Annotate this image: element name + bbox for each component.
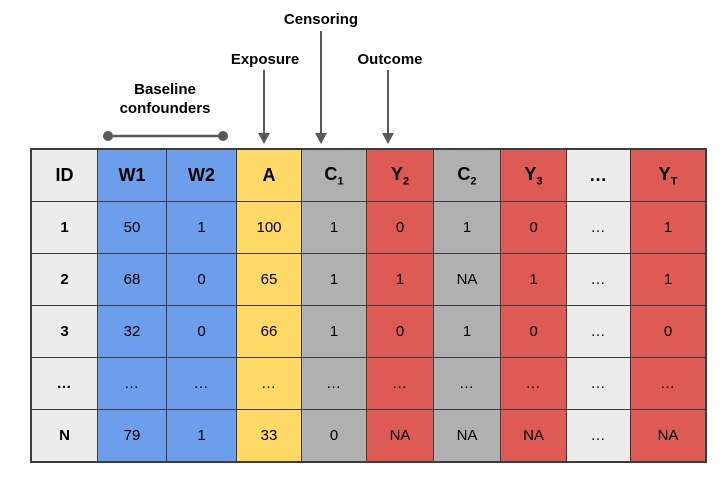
column-header-a: A	[236, 148, 302, 202]
column-header-subscript: 2	[470, 175, 477, 188]
column-header-c1: C1	[301, 148, 367, 202]
column-header-label: Y	[658, 163, 671, 184]
annotation-label-outcome: Outcome	[357, 51, 423, 68]
column-header-subscript: 3	[536, 175, 543, 188]
cell-y2: NA	[366, 409, 434, 463]
column-header-y2: Y2	[366, 148, 434, 202]
cell-w2: …	[166, 357, 237, 410]
cell-y3: NA	[500, 409, 567, 463]
cell-id: 3	[30, 305, 98, 358]
cell-yt: 1	[630, 253, 707, 306]
cell-w2: 1	[166, 201, 237, 254]
cell-c1: 1	[301, 253, 367, 306]
annotation-arrow-outcome	[382, 70, 394, 144]
cell-c1: 1	[301, 201, 367, 254]
annotation-bracket-baseline-confounders	[103, 131, 228, 141]
cell-c1: 1	[301, 305, 367, 358]
cell-dots: …	[566, 253, 631, 306]
cell-a: 100	[236, 201, 302, 254]
column-header-label: ID	[55, 165, 74, 185]
cell-id: N	[30, 409, 98, 463]
cell-w2: 0	[166, 305, 237, 358]
cell-dots: …	[566, 201, 631, 254]
cell-a: 66	[236, 305, 302, 358]
column-header-label: Y	[390, 163, 403, 184]
cell-a: …	[236, 357, 302, 410]
cell-yt: NA	[630, 409, 707, 463]
cell-id: …	[30, 357, 98, 410]
cell-id: 2	[30, 253, 98, 306]
cell-dots: …	[566, 409, 631, 463]
cell-w1: 79	[97, 409, 167, 463]
column-header-label: A	[262, 165, 276, 185]
column-header-label: …	[589, 165, 608, 185]
cell-yt: 1	[630, 201, 707, 254]
annotation-label-exposure: Exposure	[230, 51, 300, 68]
annotation-label-baseline-confounders: Baseline confounders	[119, 81, 211, 117]
column-header-w2: W2	[166, 148, 237, 202]
column-header-label: C	[324, 163, 338, 184]
cell-w1: 32	[97, 305, 167, 358]
cell-w2: 0	[166, 253, 237, 306]
column-header-yt: YT	[630, 148, 707, 202]
cell-y3: 0	[500, 201, 567, 254]
cell-dots: …	[566, 357, 631, 410]
column-header-subscript: 1	[337, 175, 344, 188]
column-header-subscript: 2	[402, 175, 410, 188]
cell-y2: 1	[366, 253, 434, 306]
column-header-label: W2	[188, 165, 215, 185]
cell-y3: 1	[500, 253, 567, 306]
cell-a: 65	[236, 253, 302, 306]
cell-w1: 50	[97, 201, 167, 254]
column-header-subscript: T	[670, 175, 678, 188]
annotation-arrow-exposure	[258, 70, 270, 144]
cell-c2: NA	[433, 253, 501, 306]
cell-w1: …	[97, 357, 167, 410]
cell-c2: …	[433, 357, 501, 410]
cell-y2: 0	[366, 305, 434, 358]
cell-w1: 68	[97, 253, 167, 306]
column-header-w1: W1	[97, 148, 167, 202]
column-header-label: C	[457, 163, 471, 184]
cell-w2: 1	[166, 409, 237, 463]
cell-y3: …	[500, 357, 567, 410]
cell-y3: 0	[500, 305, 567, 358]
cell-c1: …	[301, 357, 367, 410]
cell-c2: NA	[433, 409, 501, 463]
column-header-label: Y	[524, 163, 537, 184]
cell-c2: 1	[433, 201, 501, 254]
column-header-id: ID	[30, 148, 98, 202]
column-header-c2: C2	[433, 148, 501, 202]
table-row: …………………………	[30, 357, 707, 410]
cell-yt: …	[630, 357, 707, 410]
column-header-dots: …	[566, 148, 631, 202]
cell-id: 1	[30, 201, 98, 254]
cell-c2: 1	[433, 305, 501, 358]
cell-c1: 0	[301, 409, 367, 463]
column-header-y3: Y3	[500, 148, 567, 202]
cell-y2: …	[366, 357, 434, 410]
annotation-arrow-censoring	[315, 31, 327, 144]
annotation-label-censoring: Censoring	[283, 11, 359, 28]
cell-dots: …	[566, 305, 631, 358]
cell-a: 33	[236, 409, 302, 463]
column-header-label: W1	[118, 165, 146, 185]
cell-y2: 0	[366, 201, 434, 254]
cell-yt: 0	[630, 305, 707, 358]
